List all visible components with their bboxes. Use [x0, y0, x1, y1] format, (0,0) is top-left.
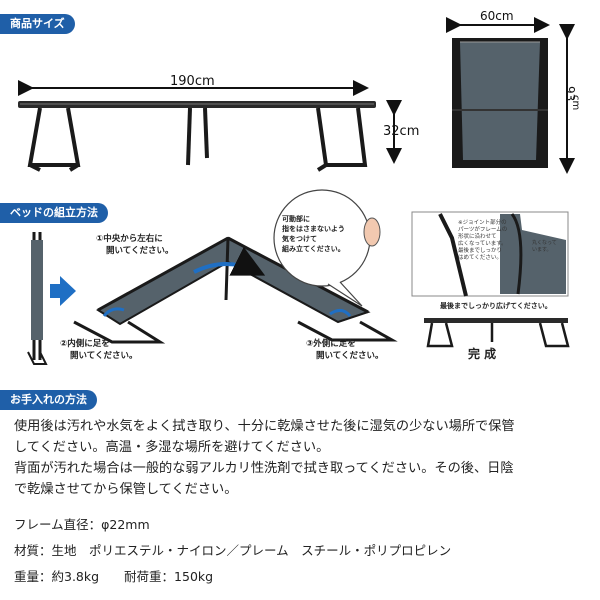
step-arrow-icon [50, 276, 76, 306]
caution-bubble [273, 189, 381, 307]
zoom-label: 丸くなって います。 [532, 240, 557, 253]
length-label: 190cm [170, 74, 215, 89]
step2-note: ②内側に足を 開いてください。 [60, 339, 138, 361]
care-paragraph: 使用後は汚れや水気をよく拭き取り、十分に乾燥させた後に湿気の少ない場所で保管 し… [14, 416, 594, 500]
care-line: 背面が汚れた場合は一般的な弱アルカリ性洗剤で拭き取ってください。その後、日陰 [14, 461, 514, 476]
spec-material: 材質：生地 ポリエステル・ナイロン／プレーム スチール・ポリプロピレン [14, 543, 452, 558]
care-section-title: お手入れの方法 [0, 390, 97, 410]
height-label: 32cm [383, 124, 420, 139]
folded-cot [27, 232, 48, 365]
done-label: 完 成 [468, 347, 497, 361]
width-label: 60cm [480, 9, 514, 23]
spec-frame: フレーム直径：φ22mm [14, 517, 150, 532]
step1-note: ①中央から左右に 開いてください。 [96, 234, 174, 256]
care-line: してください。高温・多湿な場所を避けてください。 [14, 440, 330, 455]
step3-note: ③外側に足を 開いてください。 [306, 339, 384, 361]
cot-side-view [18, 80, 376, 172]
completed-cot [424, 318, 570, 348]
assembly-section-title: ベッドの組立方法 [0, 203, 108, 223]
care-line: 使用後は汚れや水気をよく拭き取り、十分に乾燥させた後に湿気の少ない場所で保管 [14, 419, 515, 434]
cot-top-view [446, 17, 575, 174]
joint-note: ※ジョイント部分の パーツがフレームの 形状に沿わせて 広くなっています。 最後… [458, 220, 508, 261]
size-section-title: 商品サイズ [0, 14, 75, 34]
final-caption: 最後までしっかり広げてください。 [440, 302, 552, 310]
spec-weight: 重量：約3.8kg 耐荷重：150kg [14, 569, 214, 584]
depth-label-unit: cm [570, 95, 581, 111]
joint-zoom-panel [411, 211, 569, 297]
care-line: で乾燥させてから保管してください。 [14, 482, 238, 497]
caution-note: 可動部に 指をはさまないよう 気をつけて 組み立てください。 [282, 215, 345, 253]
